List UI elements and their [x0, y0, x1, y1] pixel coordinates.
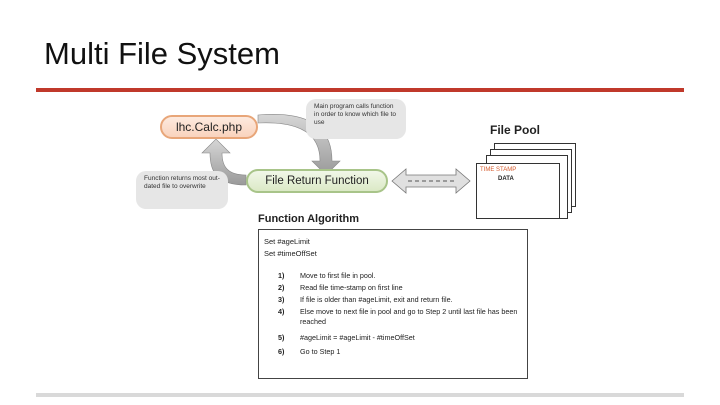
step-text: Read file time-stamp on first line — [300, 283, 403, 292]
algorithm-step: 3) If file is older than #ageLimit, exit… — [278, 295, 530, 305]
step-text: Else move to next file in pool and go to… — [300, 307, 518, 326]
slide-title: Multi File System — [44, 36, 280, 71]
footer-divider — [36, 393, 684, 397]
step-number: 1) — [278, 271, 285, 280]
callout-function-returns: Function returns most out-dated file to … — [136, 171, 228, 209]
algorithm-step: 2) Read file time-stamp on first line — [278, 283, 530, 293]
step-number: 2) — [278, 283, 285, 292]
algorithm-title: Function Algorithm — [258, 213, 360, 225]
lhc-calc-node: lhc.Calc.php — [160, 115, 258, 139]
algorithm-step: 1) Move to first file in pool. — [278, 271, 530, 281]
callout-main-program: Main program calls function in order to … — [306, 99, 406, 139]
title-divider — [36, 88, 684, 92]
algorithm-step: 4) Else move to next file in pool and go… — [278, 307, 530, 327]
timestamp-label: TIME STAMP — [480, 167, 517, 173]
file-pool-title: File Pool — [490, 123, 541, 137]
set-age-limit: Set #ageLimit — [264, 237, 310, 246]
step-text: Go to Step 1 — [300, 347, 341, 356]
algorithm-step: 5) #ageLimit = #ageLimit - #timeOffSet — [278, 333, 530, 343]
step-number: 4) — [278, 307, 285, 316]
algorithm-box — [258, 229, 528, 379]
step-number: 5) — [278, 333, 285, 342]
file-return-function-node: File Return Function — [246, 169, 388, 193]
set-time-offset: Set #timeOffSet — [264, 249, 317, 258]
step-number: 6) — [278, 347, 285, 356]
step-number: 3) — [278, 295, 285, 304]
data-label: DATA — [498, 176, 514, 182]
step-text: If file is older than #ageLimit, exit an… — [300, 295, 453, 304]
algorithm-step: 6) Go to Step 1 — [278, 347, 530, 357]
file-page-front — [476, 163, 560, 219]
step-text: #ageLimit = #ageLimit - #timeOffSet — [300, 333, 415, 342]
step-text: Move to first file in pool. — [300, 271, 376, 280]
diagram: Main program calls function in order to … — [130, 95, 600, 385]
